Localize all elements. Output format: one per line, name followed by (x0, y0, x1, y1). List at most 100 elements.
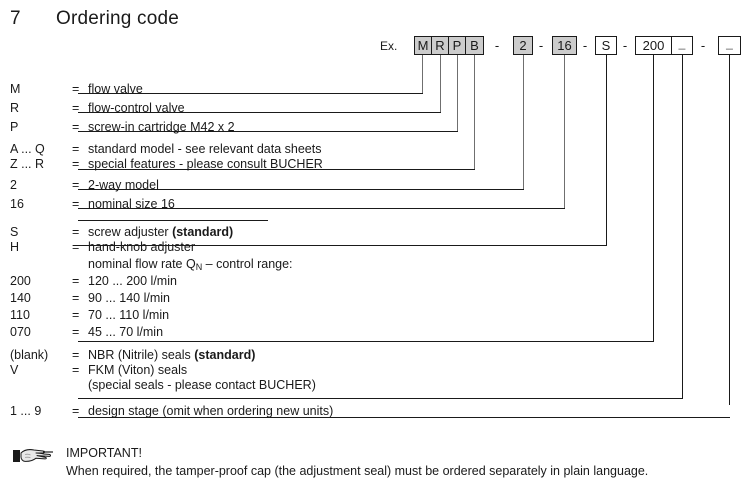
code-box-p[interactable]: P (448, 36, 466, 55)
screw-adjuster-standard: (standard) (172, 225, 234, 239)
flow-rate-suffix: – control range: (202, 257, 293, 271)
rule-flowrate (78, 341, 654, 342)
note-title: IMPORTANT! (66, 446, 142, 460)
legend-value-aq: standard model - see relevant data sheet… (88, 142, 322, 156)
legend-key-design-stage: 1 ... 9 (10, 404, 42, 418)
legend-eq-zr: = (72, 157, 80, 171)
leader-line-2 (523, 55, 524, 189)
code-box-seal[interactable]: _ (671, 36, 693, 55)
legend-eq-140: = (72, 291, 80, 305)
code-separator-1: - (494, 38, 500, 53)
legend-value-special-seals: (special seals - please contact BUCHER) (88, 378, 316, 392)
legend-value-blank: NBR (Nitrile) seals (standard) (88, 348, 255, 362)
leader-line-stage (729, 55, 730, 405)
legend-eq-070: = (72, 325, 80, 339)
legend-key-200: 200 (10, 274, 31, 288)
note-text: When required, the tamper-proof cap (the… (66, 464, 649, 478)
flow-rate-header: nominal flow rate QN – control range: (88, 257, 293, 274)
legend-eq-2: = (72, 178, 80, 192)
legend-key-h: H (10, 240, 20, 254)
code-box-200[interactable]: 200 (635, 36, 672, 55)
legend-value-m: flow valve (88, 82, 143, 96)
legend-eq-s: = (72, 225, 80, 239)
legend-key-s: S (10, 225, 19, 239)
legend-key-zr: Z ... R (10, 157, 45, 171)
leader-line-16 (564, 55, 565, 208)
code-box-b[interactable]: B (465, 36, 484, 55)
section-number: 7 (10, 8, 21, 29)
code-box-design-stage[interactable]: _ (718, 36, 741, 55)
example-label: Ex. (380, 39, 398, 53)
legend-eq-aq: = (72, 142, 80, 156)
legend-value-p: screw-in cartridge M42 x 2 (88, 120, 235, 134)
legend-value-200: 120 ... 200 l/min (88, 274, 177, 288)
code-separator-5: - (700, 38, 706, 53)
legend-eq-200: = (72, 274, 80, 288)
legend-eq-16: = (72, 197, 80, 211)
legend-eq-r: = (72, 101, 80, 115)
legend-value-v: FKM (Viton) seals (88, 363, 188, 377)
flow-rate-subscript: N (195, 261, 203, 272)
code-box-m[interactable]: M (414, 36, 432, 55)
pointing-hand-icon (13, 449, 53, 462)
legend-value-r: flow-control valve (88, 101, 185, 115)
flow-rate-prefix: nominal flow rate Q (88, 257, 196, 271)
legend-key-blank: (blank) (10, 348, 49, 362)
legend-key-v: V (10, 363, 19, 377)
legend-key-aq: A ... Q (10, 142, 45, 156)
code-separator-4: - (622, 38, 628, 53)
legend-value-2: 2-way model (88, 178, 159, 192)
leader-line-b (474, 55, 475, 169)
legend-eq-blank: = (72, 348, 80, 362)
legend-value-110: 70 ... 110 l/min (88, 308, 170, 322)
legend-key-2: 2 (10, 178, 17, 192)
legend-eq-h: = (72, 240, 80, 254)
section-title: Ordering code (56, 8, 180, 29)
screw-adjuster-prefix: screw adjuster (88, 225, 173, 239)
leader-line-seal (682, 55, 683, 398)
rule-m (78, 93, 423, 94)
leader-line-m (422, 55, 423, 93)
legend-key-140: 140 (10, 291, 31, 305)
rule-r (78, 112, 441, 113)
legend-key-r: R (10, 101, 20, 115)
code-separator-2: - (538, 38, 544, 53)
rule-seals (78, 398, 683, 399)
rule-p (78, 131, 458, 132)
code-box-2[interactable]: 2 (513, 36, 533, 55)
leader-line-200 (653, 55, 654, 341)
seals-prefix: NBR (Nitrile) seals (88, 348, 195, 362)
legend-value-s: screw adjuster (standard) (88, 225, 233, 239)
leader-line-r (440, 55, 441, 112)
legend-value-design-stage: design stage (omit when ordering new uni… (88, 404, 334, 418)
legend-key-p: P (10, 120, 19, 134)
rule-adjuster (78, 245, 607, 246)
rule-2 (78, 189, 524, 190)
legend-key-070: 070 (10, 325, 31, 339)
rule-16 (78, 208, 565, 209)
code-box-r[interactable]: R (431, 36, 449, 55)
legend-eq-design-stage: = (72, 404, 80, 418)
legend-value-070: 45 ... 70 l/min (88, 325, 164, 339)
rule-aq-zr (78, 169, 475, 170)
leader-line-p (457, 55, 458, 131)
legend-key-m: M (10, 82, 21, 96)
legend-key-16: 16 (10, 197, 24, 211)
code-box-s[interactable]: S (595, 36, 617, 55)
legend-key-110: 110 (10, 308, 30, 322)
legend-value-h: hand-knob adjuster (88, 240, 196, 254)
rule-design-stage (78, 417, 730, 418)
legend-value-zr: special features - please consult BUCHER (88, 157, 323, 171)
seals-standard: (standard) (194, 348, 256, 362)
legend-eq-m: = (72, 82, 80, 96)
legend-eq-p: = (72, 120, 80, 134)
legend-eq-v: = (72, 363, 80, 377)
page-title: 7 Ordering code (10, 8, 179, 30)
legend-value-16: nominal size 16 (88, 197, 175, 211)
rule-adjuster-top (78, 220, 268, 221)
legend-value-140: 90 ... 140 l/min (88, 291, 170, 305)
code-separator-3: - (582, 38, 588, 53)
code-box-16[interactable]: 16 (552, 36, 577, 55)
legend-eq-110: = (72, 308, 80, 322)
leader-line-s (606, 55, 607, 245)
